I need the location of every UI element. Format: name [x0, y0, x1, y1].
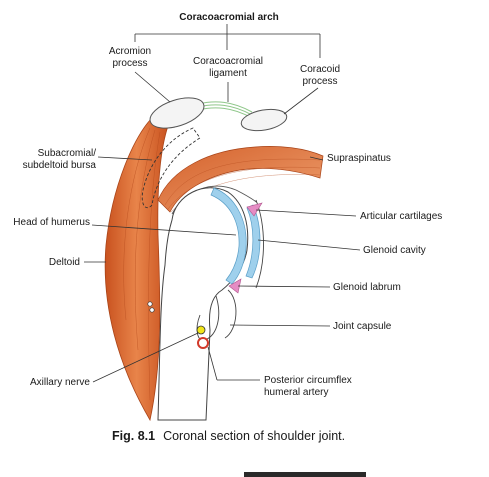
label-bursa-2: subdeltoid bursa [23, 160, 97, 171]
coracoid-process [240, 108, 288, 132]
bottom-bar [244, 472, 366, 477]
label-head-of-humerus: Head of humerus [13, 217, 90, 228]
arch-title: Coracoacromial arch [179, 12, 279, 23]
label-supraspinatus: Supraspinatus [327, 153, 391, 164]
label-artery-1: Posterior circumflex [264, 375, 352, 386]
deltoid-muscle [104, 117, 169, 422]
label-acromion-2: process [112, 58, 147, 69]
label-bursa-1: Subacromial/ [38, 148, 97, 159]
joint-capsule-lower [224, 289, 237, 339]
coracoacromial-ligament [197, 101, 253, 119]
acromion-process [149, 97, 205, 129]
label-coracoid-1: Coracoid [300, 64, 340, 75]
glenoid-cartilage [245, 204, 261, 279]
subacromial-bursa [141, 127, 201, 209]
glenoid-labrum-superior [246, 202, 263, 217]
leader-lines [84, 71, 361, 383]
label-ligament-1: Coracoacromial [193, 56, 263, 67]
label-joint-capsule: Joint capsule [333, 321, 392, 332]
humerus-head [157, 187, 249, 421]
label-deltoid: Deltoid [49, 257, 80, 268]
label-ligament-2: ligament [209, 68, 247, 79]
label-glenoid-labrum: Glenoid labrum [333, 282, 401, 293]
label-glenoid-cavity: Glenoid cavity [363, 245, 426, 256]
arch-bracket [134, 24, 321, 58]
label-coracoid-2: process [302, 76, 337, 87]
supraspinatus-muscle [157, 146, 324, 213]
deltoid-node [147, 301, 153, 307]
label-axillary-nerve: Axillary nerve [30, 377, 90, 388]
deltoid-node [149, 307, 155, 313]
deltoid-fibers [123, 127, 161, 401]
label-articular-cartilages: Articular cartilages [360, 211, 442, 222]
circumflex-artery [197, 337, 209, 349]
axillary-nerve [196, 325, 206, 335]
label-artery-2: humeral artery [264, 387, 328, 398]
humeral-cartilage [210, 187, 247, 285]
label-acromion-1: Acromion [109, 46, 151, 57]
figure-caption: Fig. 8.1 Coronal section of shoulder join… [112, 429, 345, 443]
figure-number: Fig. 8.1 [112, 429, 155, 443]
figure-caption-text: Coronal section of shoulder joint. [163, 429, 345, 443]
scapula [256, 200, 320, 318]
